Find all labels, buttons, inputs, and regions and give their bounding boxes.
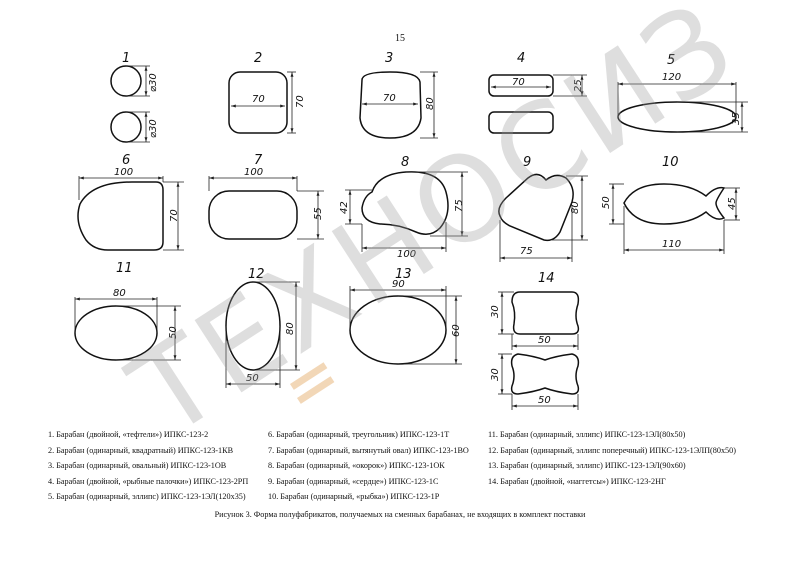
- shape-8-dim-height: 75: [454, 199, 465, 212]
- shape-10: 10 50 45 110: [601, 155, 740, 254]
- shape-3: 3 70 80: [359, 51, 438, 139]
- shape-2-dim-width: 70: [252, 94, 265, 105]
- shape-10-dim-left: 50: [601, 196, 612, 209]
- shape-2: 2 70 70: [228, 51, 306, 134]
- shape-2-number: 2: [254, 51, 262, 66]
- legend-item: 12. Барабан (одинарный, эллипс поперечны…: [488, 445, 736, 455]
- legend-item: 2. Барабан (одинарный, квадратный) ИПКС-…: [48, 445, 234, 455]
- shape-11-dim-height: 50: [168, 326, 179, 339]
- legend-item: 7. Барабан (одинарный, вытянутый овал) И…: [268, 445, 469, 455]
- shape-1-number: 1: [122, 51, 130, 66]
- shape-11-dim-width: 80: [113, 288, 126, 299]
- shape-5: 5 120 35: [617, 53, 748, 133]
- shape-12-dim-height: 80: [285, 322, 296, 335]
- shape-7-dim-height: 55: [313, 207, 324, 220]
- shape-9-number: 9: [523, 155, 531, 170]
- legend-item: 1. Барабан (двойной, «тефтели») ИПКС-123…: [48, 430, 209, 439]
- shape-3-dim-height: 80: [425, 97, 436, 110]
- shape-6-number: 6: [122, 153, 130, 168]
- shape-8-number: 8: [401, 155, 409, 170]
- legend-item: 8. Барабан (одинарный, «окорок») ИПКС-12…: [268, 461, 445, 471]
- shape-1-circle-top: [110, 65, 142, 97]
- shape-8-dim-width: 100: [397, 249, 416, 260]
- shape-9: 9 80 75: [498, 155, 588, 262]
- legend-item: 13. Барабан (одинарный, эллипс) ИПКС-123…: [488, 461, 686, 471]
- shape-14-number: 14: [538, 271, 555, 286]
- legend-item: 10. Барабан (одинарный, «рыбка») ИПКС-12…: [268, 492, 440, 502]
- shape-4-number: 4: [517, 51, 525, 66]
- shape-1-dim-1: ⌀30: [148, 73, 159, 92]
- shape-12-number: 12: [248, 267, 265, 282]
- legend-item: 4. Барабан (двойной, «рыбные палочки») И…: [48, 476, 249, 486]
- shape-3-dim-width: 70: [383, 93, 396, 104]
- shape-12-dim-width: 50: [246, 373, 259, 384]
- shape-13: 13 90 60: [349, 267, 462, 365]
- shape-6-dim-height: 70: [169, 209, 180, 222]
- shape-13-dim-width: 90: [392, 279, 405, 290]
- shape-5-number: 5: [667, 53, 675, 68]
- shape-9-dim-width: 75: [520, 246, 533, 257]
- legend-column-3: 11. Барабан (одинарный, эллипс) ИПКС-123…: [488, 427, 736, 489]
- shape-10-dim-right: 45: [727, 197, 738, 210]
- shape-8-dim-left: 42: [339, 201, 350, 214]
- legend-item: 14. Барабан (двойной, «наггетсы») ИПКС-1…: [488, 476, 666, 486]
- legend-item: 11. Барабан (одинарный, эллипс) ИПКС-123…: [488, 430, 686, 439]
- shape-7-number: 7: [254, 153, 263, 168]
- shape-11-number: 11: [116, 261, 133, 276]
- figure-caption: Рисунок 3. Форма полуфабрикатов, получае…: [214, 510, 586, 519]
- shape-12: 12 80 50: [225, 267, 300, 388]
- legend-item: 6. Барабан (одинарный, треугольник) ИПКС…: [268, 430, 450, 439]
- shape-1-dim-2: ⌀30: [148, 119, 159, 138]
- legend-item: 9. Барабан (одинарный, «сердце») ИПКС-12…: [268, 476, 439, 486]
- shape-10-dim-width: 110: [662, 239, 681, 250]
- shape-3-number: 3: [385, 51, 393, 66]
- shape-4-dim-width: 70: [512, 77, 525, 88]
- shape-14-dim-2: 50: [538, 335, 551, 346]
- legend-column-1: 1. Барабан (двойной, «тефтели») ИПКС-123…: [48, 427, 248, 505]
- shape-11: 11 80 50: [74, 261, 181, 361]
- shape-14: 14 30 50 30 50: [490, 271, 580, 410]
- shape-6: 6 100 70: [77, 153, 184, 251]
- shape-14-dim-1: 30: [490, 305, 501, 318]
- shape-1-circle-bottom: [110, 111, 142, 143]
- shape-14-dim-3: 30: [490, 368, 501, 381]
- shape-4-dim-height: 25: [573, 79, 584, 92]
- legend-item: 5. Барабан (одинарный, эллипс) ИПКС-123-…: [48, 492, 246, 502]
- shape-9-dim-height: 80: [570, 201, 581, 214]
- shape-10-number: 10: [662, 155, 679, 170]
- shape-2-dim-height: 70: [295, 95, 306, 108]
- shape-8: 8 42 75 100: [339, 155, 468, 260]
- shape-5-dim-height: 35: [731, 112, 742, 125]
- shape-4: 4 70 25: [488, 51, 587, 134]
- page-number: 15: [395, 33, 405, 44]
- legend-item: 3. Барабан (одинарный, овальный) ИПКС-12…: [48, 461, 227, 471]
- shape-1: 1 ⌀30 ⌀30: [110, 51, 159, 143]
- shape-13-dim-height: 60: [451, 324, 462, 337]
- shape-6-dim-width: 100: [114, 167, 133, 178]
- shape-7: 7 100 55: [208, 153, 324, 240]
- shape-13-number: 13: [395, 267, 412, 282]
- legend-column-2: 6. Барабан (одинарный, треугольник) ИПКС…: [268, 427, 469, 505]
- shape-14-dim-4: 50: [538, 395, 551, 406]
- shape-5-dim-width: 120: [662, 72, 681, 83]
- shape-7-dim-width: 100: [244, 167, 263, 178]
